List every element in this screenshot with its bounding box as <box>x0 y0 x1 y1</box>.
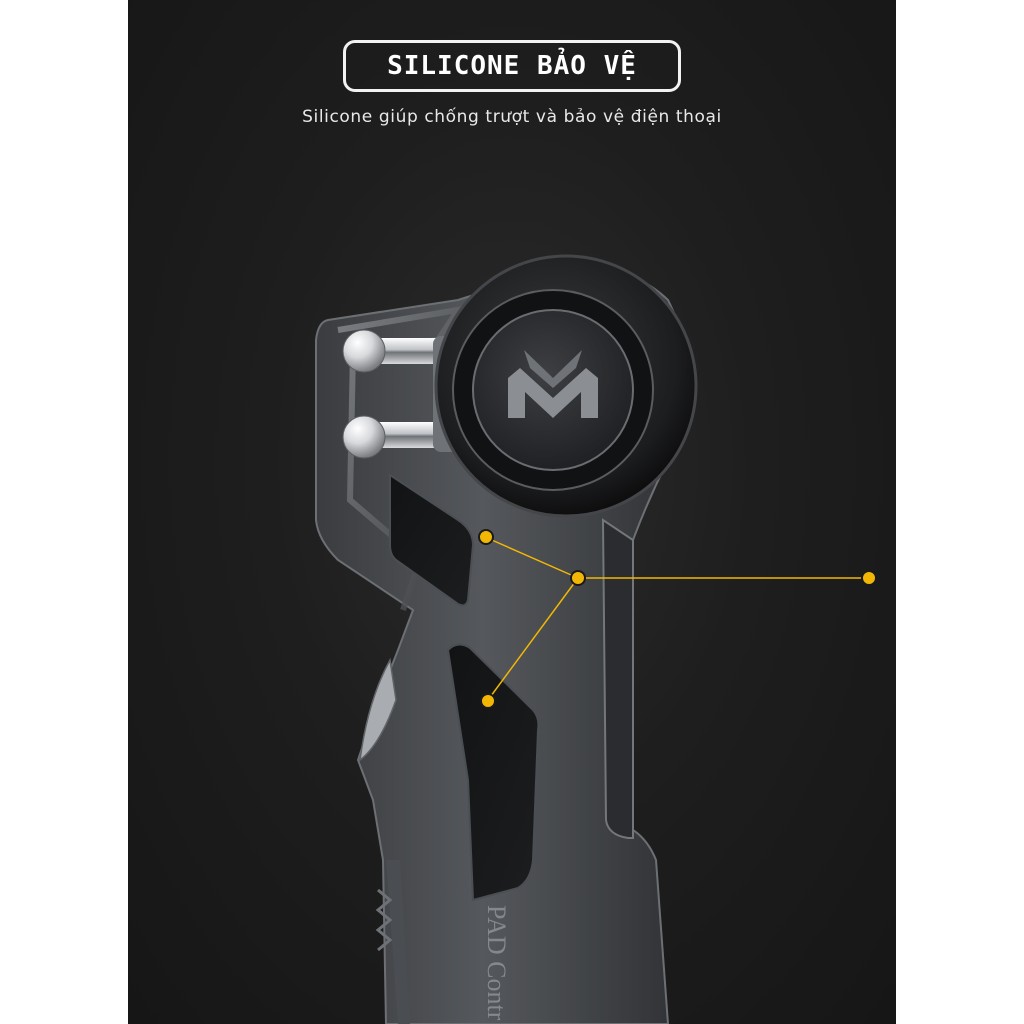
page-title: SILICONE BẢO VỆ <box>387 51 637 81</box>
callout-dot-icon <box>861 570 877 586</box>
callout-dot-icon <box>480 693 496 709</box>
brand-logo-icon <box>508 350 598 418</box>
title-box: SILICONE BẢO VỆ <box>343 40 681 92</box>
silicone-pad-lower <box>446 643 540 902</box>
callout-lines <box>484 536 868 701</box>
product-banner: SILICONE BẢO VỆ Silicone giúp chống trượ… <box>128 0 896 1024</box>
callout-dots <box>478 529 877 709</box>
callout-dot-icon <box>570 570 586 586</box>
silicone-pad-upper <box>389 473 475 607</box>
callout-dot-icon <box>478 529 494 545</box>
body-engraving: PAD Contr <box>482 905 511 1021</box>
product-illustration: PAD Contr <box>315 254 877 1024</box>
control-knob <box>434 254 698 518</box>
subtitle: Silicone giúp chống trượt và bảo vệ điện… <box>302 107 722 127</box>
